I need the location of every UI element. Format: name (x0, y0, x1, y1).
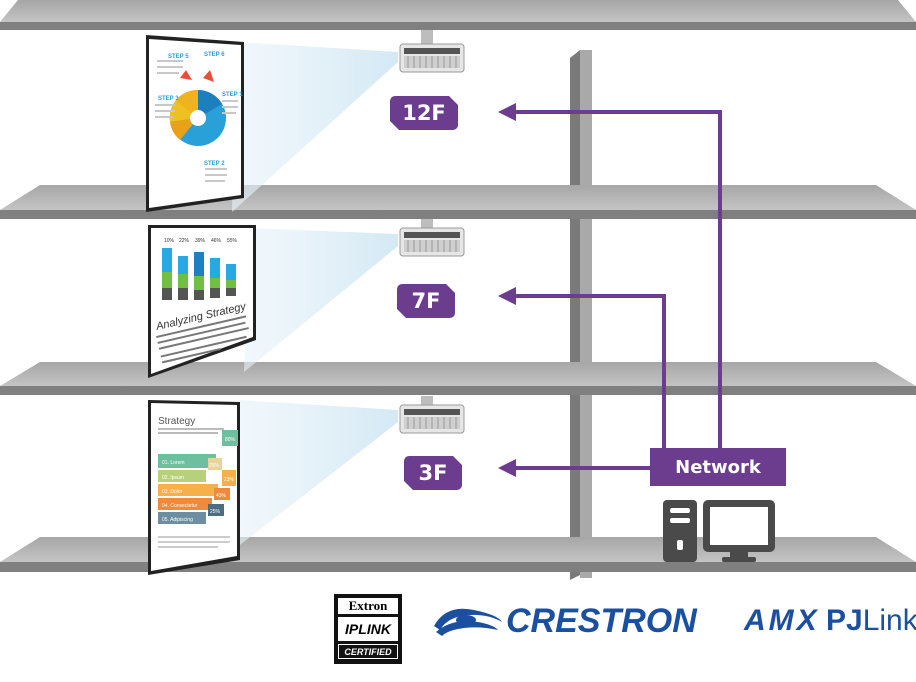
arrow-to-12f (510, 110, 722, 450)
screen-3f: Strategy 01. Lorem 02. Ipsum 03. Dolor 0… (148, 400, 240, 575)
projector-7f (399, 219, 465, 257)
screen-7f: 10% 22% 39% 46% 55% Analyzing Strategy (148, 225, 256, 378)
strategy-value: 23% (224, 477, 235, 483)
arrowhead-12f (498, 103, 516, 121)
bar-chart-graphic (162, 248, 236, 300)
step-label: STEP 5 (168, 54, 189, 60)
strategy-row: 02. Ipsum (162, 475, 184, 481)
floor-tag-12f: 12F (390, 96, 458, 130)
shelf-floor-12 (0, 185, 916, 219)
strategy-value: 25% (210, 509, 221, 515)
projector-beam-3f (236, 400, 398, 548)
projector-3f (399, 396, 465, 434)
network-arrows (510, 110, 722, 470)
strategy-row: 05. Adipiscing (162, 517, 193, 523)
projector-beam-12f (232, 42, 398, 212)
certified-text: CERTIFIED (338, 644, 398, 659)
strategy-row: 04. Consectetur (162, 503, 198, 509)
arrowhead-3f (498, 459, 516, 477)
strategy-value: 25% (209, 463, 220, 469)
step-label: STEP 2 (204, 161, 225, 167)
pjlink-logo: PJLink (826, 604, 916, 638)
strategy-value: 43% (216, 493, 227, 499)
crestron-swirl-icon (434, 608, 502, 636)
network-label: Network (650, 448, 786, 486)
pjlink-prefix: PJ (826, 604, 863, 637)
amx-logo: AMX (744, 604, 820, 637)
percent-label: 39% (195, 238, 206, 244)
percent-label: 55% (227, 238, 238, 244)
crestron-logo: CRESTRON (506, 602, 697, 640)
pjlink-suffix: Link (862, 604, 916, 637)
step-label: STEP 3 (158, 96, 179, 102)
strategy-row: 03. Dolor (162, 489, 183, 495)
strategy-row: 01. Lorem (162, 460, 185, 466)
shelf-floor-3 (0, 537, 916, 572)
percent-label: 10% (164, 238, 175, 244)
arrowhead-7f (498, 287, 516, 305)
ceiling-slab (0, 0, 916, 30)
percent-label: 22% (179, 238, 190, 244)
strategy-title: Strategy (158, 416, 195, 427)
extron-iplink-logo: Extron IPLINK CERTIFIED (334, 594, 402, 664)
step-label: STEP 1 (222, 92, 243, 98)
floor-tag-3f: 3F (404, 456, 462, 490)
chart-body-text (156, 315, 249, 364)
step-label: STEP 6 (204, 52, 225, 58)
projector-12f (399, 30, 465, 73)
arrow-to-7f (510, 294, 666, 450)
percent-label: 46% (211, 238, 222, 244)
screen-12f: STEP 5 STEP 6 STEP 3 STEP 1 STEP 2 (146, 35, 244, 212)
shelf-floor-7 (0, 362, 916, 395)
strategy-value: 80% (225, 437, 236, 443)
computer-icon (663, 500, 775, 562)
wall-partition (570, 50, 592, 580)
extron-brand: Extron (338, 598, 398, 614)
projector-beam-7f (244, 228, 398, 372)
floor-tag-7f: 7F (397, 284, 455, 318)
iplink-mark: IPLINK (338, 617, 398, 641)
